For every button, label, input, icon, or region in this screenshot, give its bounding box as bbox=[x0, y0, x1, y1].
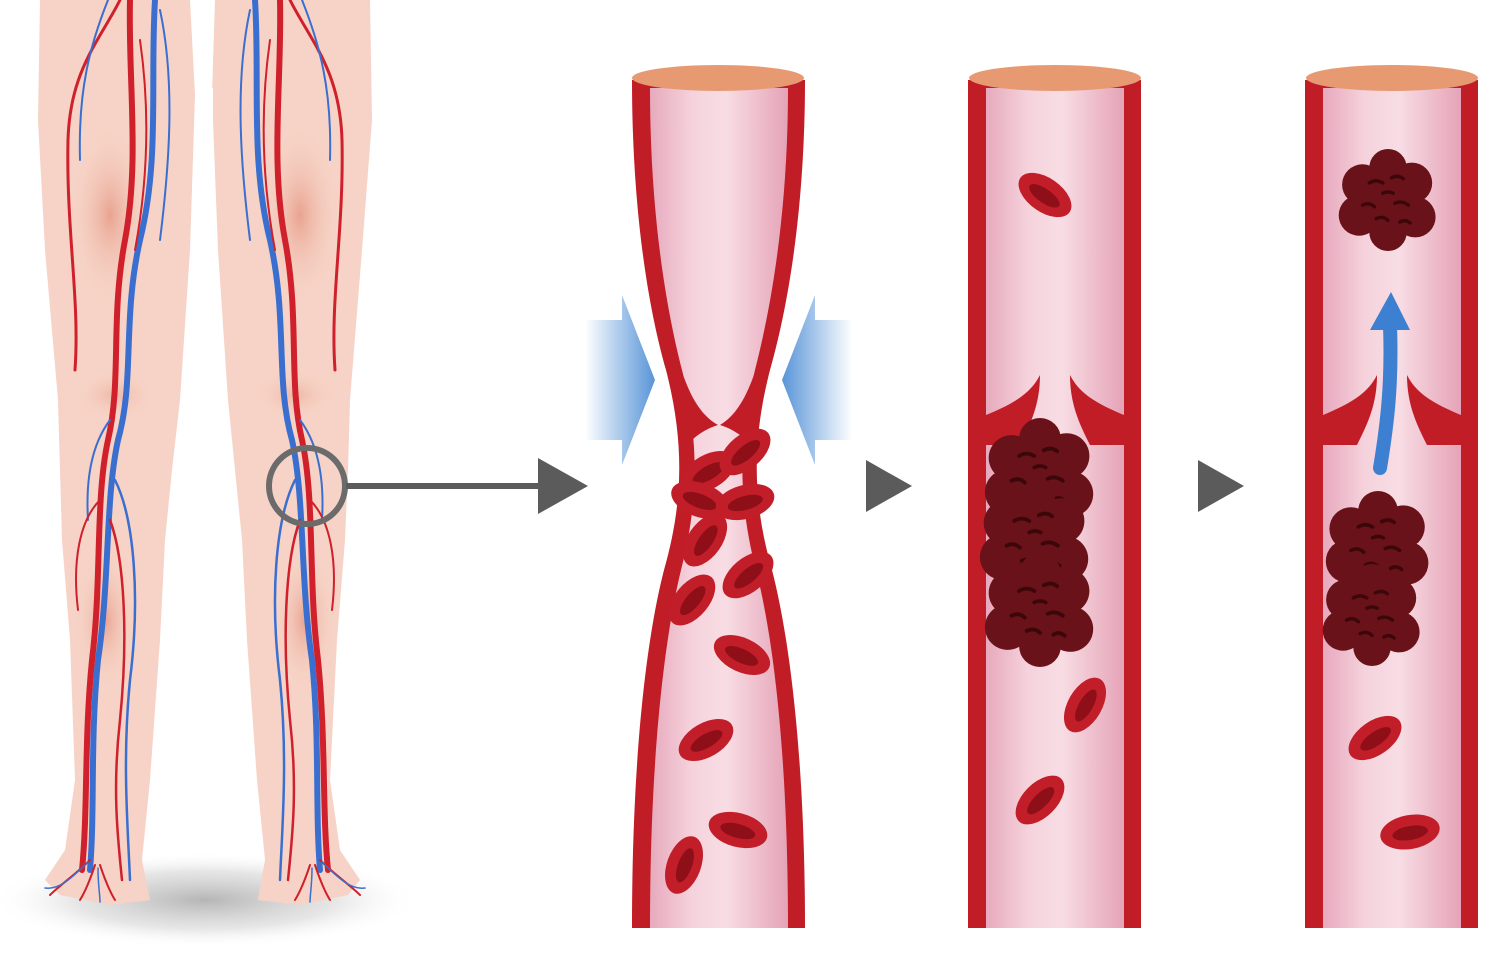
valve bbox=[1323, 375, 1377, 445]
vessels-left-leg bbox=[44, 0, 171, 903]
right-arrow-icon bbox=[346, 458, 588, 514]
blood-clot bbox=[978, 416, 1096, 669]
triangle-right-icon bbox=[866, 460, 912, 512]
pressure-arrow-icon bbox=[585, 295, 655, 465]
up-arrow-icon bbox=[1370, 292, 1410, 475]
vessels-right-leg bbox=[239, 0, 366, 903]
blood-clot bbox=[1320, 489, 1431, 668]
vessel-rim bbox=[1306, 65, 1478, 91]
vessel-compressed bbox=[585, 65, 852, 928]
triangle-right-icon bbox=[1198, 460, 1244, 512]
legs-illustration bbox=[0, 0, 420, 948]
vessel-clot-forming bbox=[968, 65, 1141, 928]
pressure-arrow-icon bbox=[782, 295, 852, 465]
vessel-rim bbox=[632, 65, 804, 91]
magnifier-ring bbox=[266, 445, 348, 527]
vessel-rim bbox=[969, 65, 1141, 91]
vessel-embolus bbox=[1305, 65, 1478, 928]
valve bbox=[682, 372, 718, 450]
